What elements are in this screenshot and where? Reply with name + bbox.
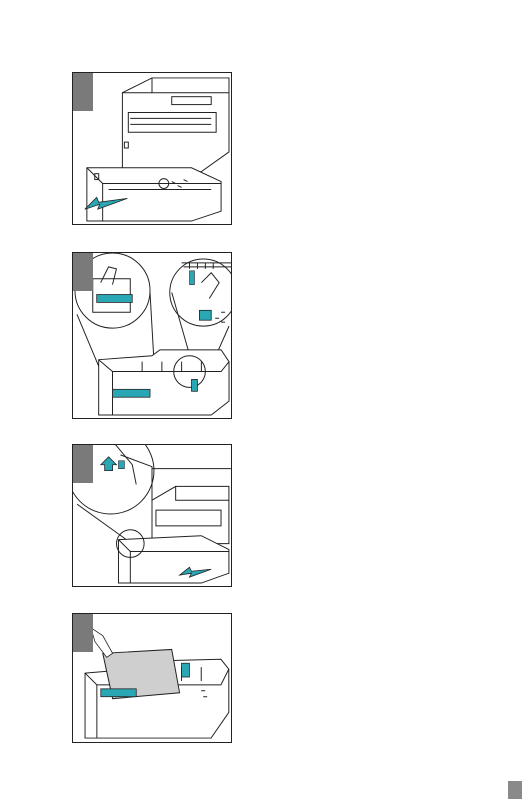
teal-guide-block xyxy=(97,295,133,303)
figure-pull-out-tray xyxy=(72,72,232,225)
printer-cover-illustration xyxy=(73,445,231,586)
printer-tray-illustration xyxy=(73,73,231,224)
figure-lift-cover-pull-tray xyxy=(72,444,232,587)
step-tab xyxy=(73,73,93,111)
teal-guide-block xyxy=(192,379,198,391)
teal-guide-block xyxy=(113,389,151,397)
hand-drawing xyxy=(91,628,113,658)
paper-guides-illustration xyxy=(73,253,231,418)
step-tab xyxy=(73,614,93,652)
step-tab xyxy=(73,253,93,291)
step-tab xyxy=(73,445,93,483)
page-thumb-tab xyxy=(508,781,522,799)
paper-loading-illustration xyxy=(73,614,231,742)
teal-latch-block xyxy=(118,461,124,469)
teal-guide-block xyxy=(101,689,136,697)
teal-guide-block xyxy=(199,310,211,320)
figure-load-paper xyxy=(72,613,232,743)
teal-guide-block xyxy=(182,663,190,677)
teal-guide-block xyxy=(190,271,195,285)
figure-adjust-guides xyxy=(72,252,232,419)
